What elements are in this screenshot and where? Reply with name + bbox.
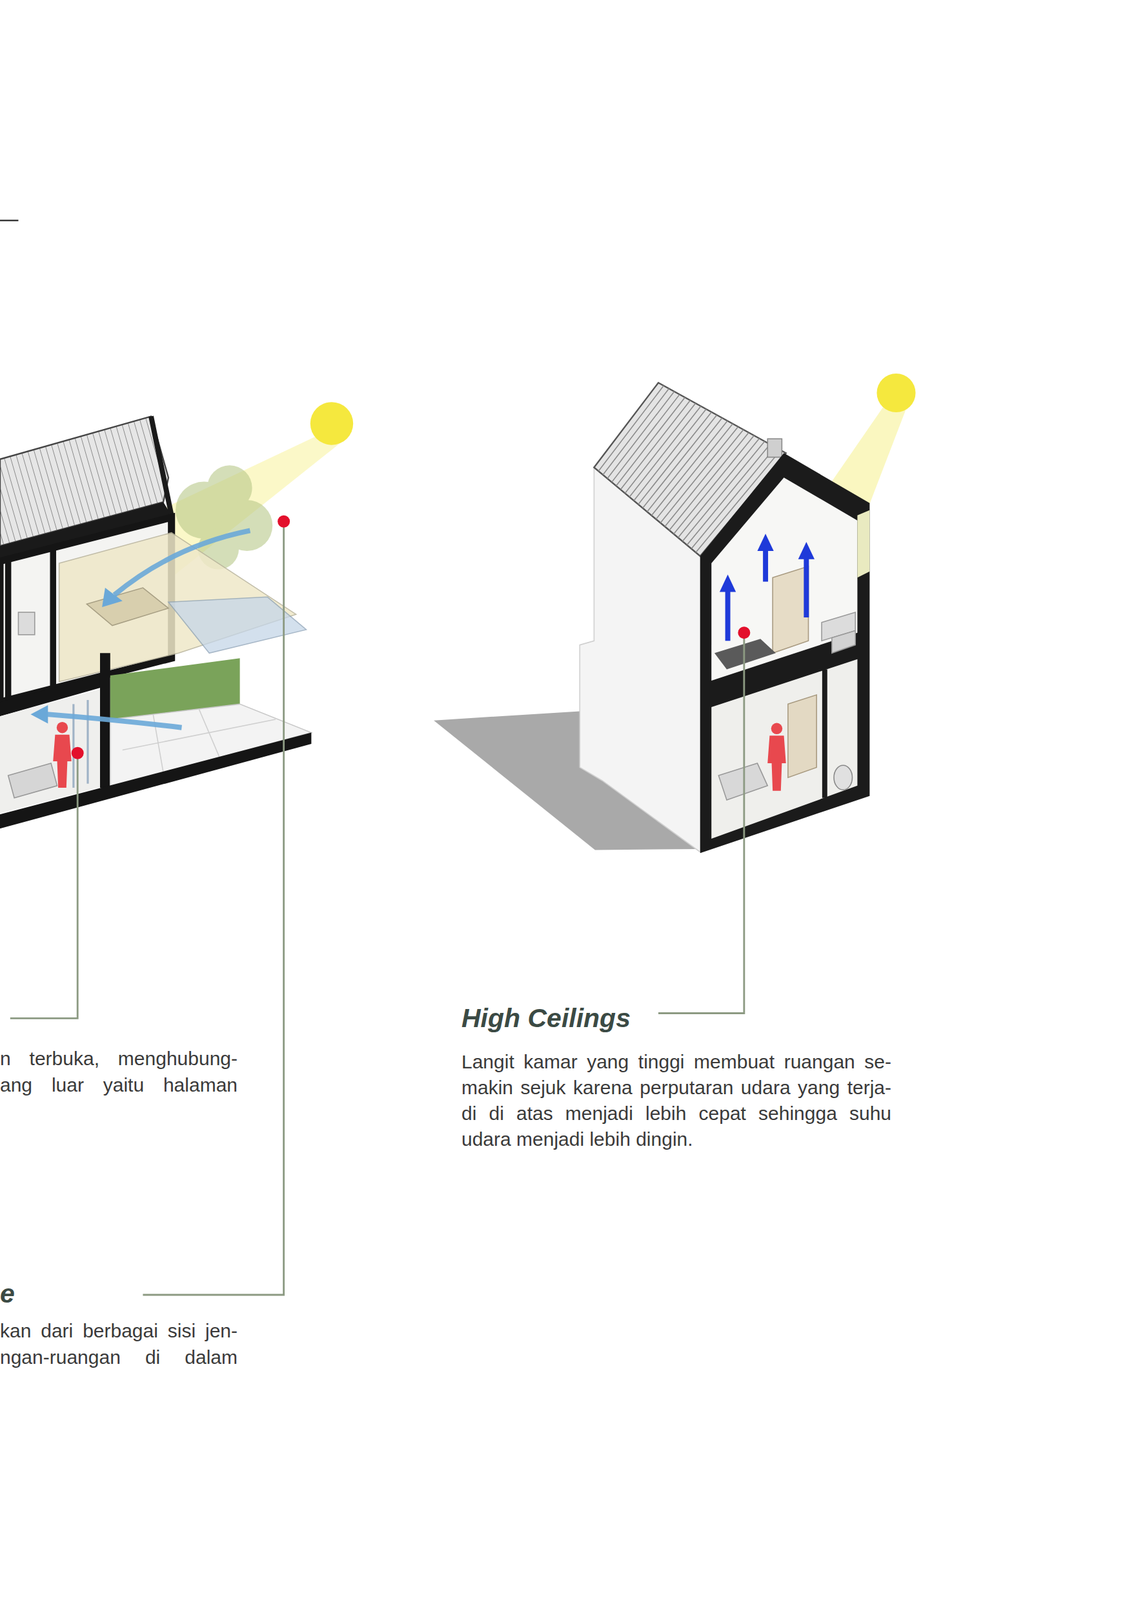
marker-dot bbox=[737, 626, 750, 639]
sun bbox=[310, 402, 354, 445]
roof-rib bbox=[602, 388, 669, 476]
door bbox=[772, 566, 809, 654]
window bbox=[857, 510, 870, 578]
mullion bbox=[5, 559, 11, 703]
roof-rib bbox=[607, 391, 675, 479]
airflow-arrow bbox=[757, 533, 774, 552]
mullion bbox=[49, 549, 56, 690]
marker-dot bbox=[277, 515, 290, 528]
leader-line bbox=[658, 633, 745, 1014]
cut-heading: e bbox=[0, 1278, 15, 1310]
roof-rib bbox=[664, 429, 744, 527]
airflow-arrow bbox=[30, 705, 48, 724]
sofa bbox=[718, 763, 768, 801]
airflow-arrow bbox=[798, 542, 815, 560]
roof-rib bbox=[616, 397, 686, 486]
roof-rib bbox=[655, 424, 733, 520]
leader-line bbox=[142, 521, 284, 1296]
washbasin bbox=[18, 612, 35, 636]
person bbox=[52, 735, 71, 789]
roof-rib bbox=[611, 394, 680, 483]
section-heading: High Ceilings bbox=[461, 1002, 631, 1034]
toilet bbox=[833, 765, 852, 790]
roof-vent bbox=[767, 438, 782, 457]
partition bbox=[822, 669, 828, 799]
airflow-arrow bbox=[114, 530, 250, 596]
glass-door bbox=[86, 700, 89, 785]
airflow-arrow bbox=[725, 589, 731, 641]
airflow-arrow bbox=[762, 549, 769, 583]
sofa bbox=[8, 763, 58, 799]
lower-room bbox=[711, 659, 858, 840]
section-description: Langit kamar yang tinggi membuat ruangan… bbox=[461, 1049, 892, 1153]
roof-rib bbox=[620, 400, 691, 490]
airflow-arrow bbox=[101, 587, 123, 608]
section-wall bbox=[700, 453, 871, 854]
leader-line bbox=[10, 753, 78, 1019]
gable-edge bbox=[151, 416, 172, 516]
upper-room bbox=[711, 477, 858, 681]
bed bbox=[714, 638, 776, 670]
roof-rib bbox=[633, 409, 707, 501]
roof-rib bbox=[624, 403, 696, 494]
person bbox=[56, 722, 68, 734]
glass-canopy bbox=[168, 597, 306, 654]
stair bbox=[831, 630, 856, 654]
door bbox=[788, 695, 817, 778]
airflow-arrow bbox=[803, 557, 809, 618]
page-rule bbox=[0, 220, 19, 222]
airflow-arrow bbox=[47, 714, 183, 729]
roof-rib bbox=[638, 412, 712, 505]
marker-dot bbox=[71, 747, 84, 760]
bed bbox=[86, 587, 169, 627]
person bbox=[767, 735, 786, 791]
cut-description: n terbuka, menghubung- ang luar yaitu ha… bbox=[0, 1045, 238, 1099]
cut-description: kan dari berbagai sisi jen- ngan-ruangan… bbox=[0, 1317, 238, 1371]
sun bbox=[876, 373, 916, 413]
person bbox=[771, 723, 783, 735]
roof-rib bbox=[629, 406, 701, 498]
base-slab bbox=[0, 733, 312, 830]
roof-rib bbox=[660, 426, 738, 523]
airflow-arrow bbox=[719, 574, 736, 592]
